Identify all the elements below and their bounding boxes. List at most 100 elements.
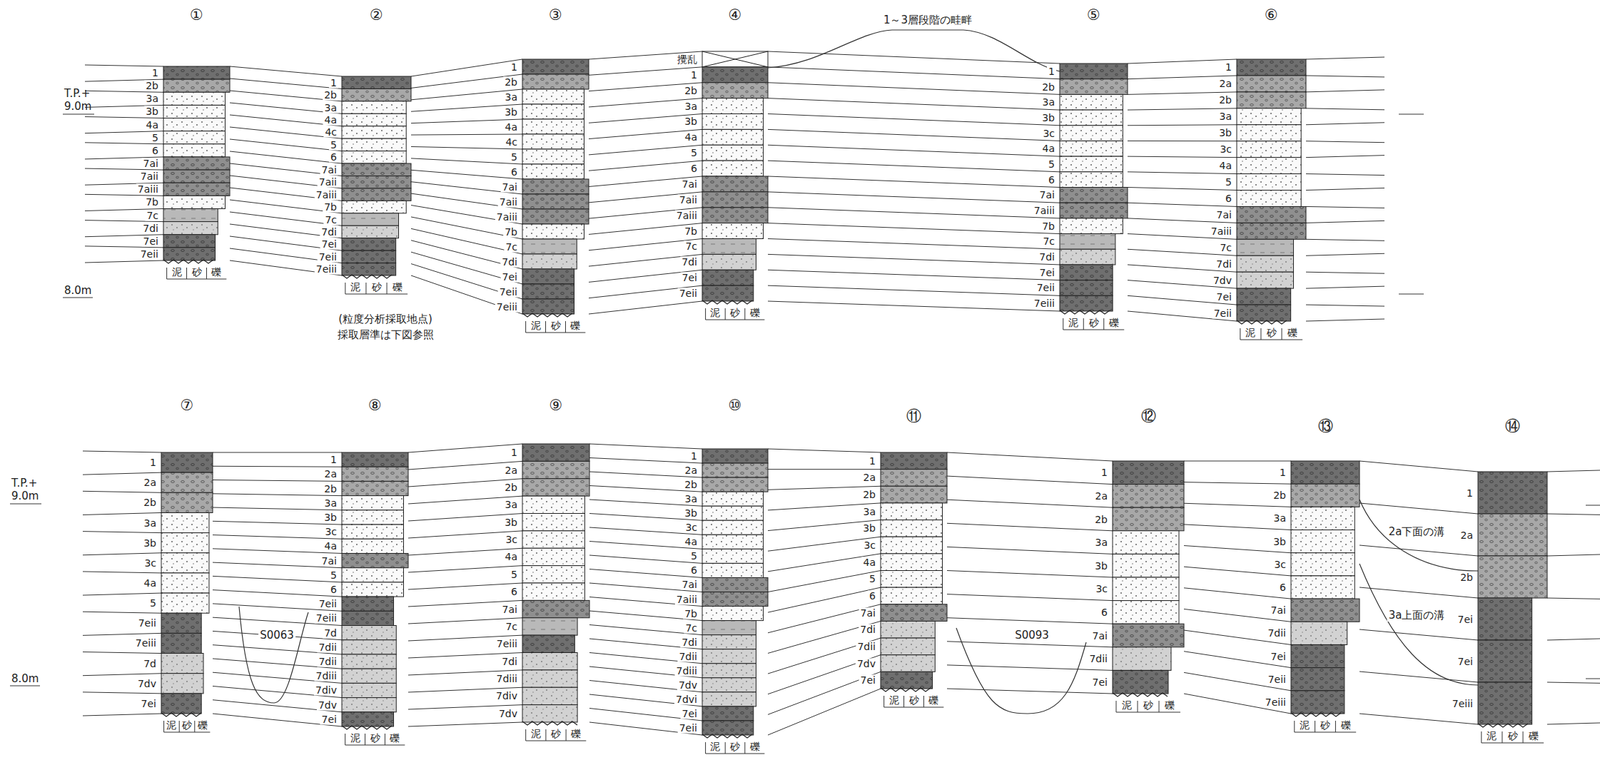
layer-label: 6 [1223,192,1234,204]
column-base [1290,712,1341,717]
column-number: ⑫ [1105,407,1192,425]
stratum-band [702,577,768,592]
elevation-label: 8.0m [62,284,93,297]
stratum-band [702,269,754,286]
layer-label: 3b [144,106,160,118]
grain-scale-label: 砂 [907,695,921,706]
layer-label: 7b [682,225,699,237]
column-base [161,712,202,717]
stratum-band [161,533,210,554]
stratum-band [522,443,590,462]
layer-label: 5 [867,573,878,585]
column-base [341,274,392,279]
stratum-band [1290,598,1360,622]
feature-outline [956,628,1087,714]
correlation-line [1359,671,1478,683]
layer-label: 7dii [316,641,339,653]
layer-label: 3c [862,540,878,551]
grain-scale-label: 泥 [1298,720,1311,731]
stratum-band [880,485,948,504]
layer-label: 7aii [498,196,519,207]
stratum-band [1059,94,1123,110]
layer-label: 7eiii [314,613,339,624]
correlation-line [767,285,1060,296]
scale-tick [565,321,566,333]
stratum-band [341,510,404,525]
scale-tick [923,695,925,708]
correlation-line [588,144,703,155]
stratum-band [1236,222,1306,240]
stratum-band [341,126,407,139]
layer-label: 5 [1046,158,1057,170]
correlation-line [947,618,1113,625]
layer-label: 7ai [680,579,699,591]
correlation-line [1359,629,1478,641]
layer-label: 7eii [1266,673,1288,685]
feature-label: 1～3層段階の畦畔 [882,13,974,27]
scale-tick [1281,328,1283,340]
stratum-band [702,720,754,736]
feature-label: S0063 [258,628,296,642]
layer-label: 7eii [1212,307,1234,319]
layer-label: 7c [683,622,699,634]
layer-label: 7eii [677,288,699,300]
layer-label: 2b [682,84,699,96]
correlation-line [411,74,523,88]
layer-label: 5 [689,550,699,562]
correlation-line [767,160,1060,172]
correlation-line [767,67,1060,80]
stratum-band [522,284,575,300]
scale-tick [206,267,207,280]
stratum-band [1290,461,1360,484]
stratum-band [702,98,764,115]
scale-tick [1522,731,1524,743]
layer-label: 3b [1217,127,1234,139]
correlation-line [1547,469,1600,472]
layer-label: 1 [689,451,699,462]
stratum-band [1477,640,1533,683]
column-log [341,452,409,746]
layer-label: 2b [322,483,339,494]
stratum-band [880,536,943,554]
layer-label: 3c [1218,144,1234,155]
scale-tick [194,720,195,733]
layer-label: 7eii [317,251,339,262]
layer-label: 5 [328,139,339,150]
stratum-band [522,495,585,514]
stratum-band [161,553,210,574]
layer-label: 7di [500,256,519,267]
scale-tick [1239,328,1241,340]
grain-scale-label: 泥 [529,320,543,332]
layer-label: 3b [142,537,158,549]
correlation-line [589,694,703,707]
stratum-band [702,477,768,492]
layer-label: 4c [503,136,519,148]
grain-scale-label: 泥 [164,720,178,731]
correlation-line [411,181,523,195]
stratum-band [702,491,764,506]
layer-label: 2b [1458,571,1475,583]
correlation-line [82,611,162,614]
grain-scale-label: 砂 [1506,730,1520,742]
layer-label: 7di [1037,251,1057,263]
layer-label: 7dv [136,677,158,689]
stratum-band [522,89,584,105]
layer-label: 2a [1459,529,1476,541]
layer-label: 7c [323,214,339,225]
grain-scale-label: 礫 [927,695,940,706]
correlation-line [212,590,342,597]
correlation-line [1305,239,1385,241]
layer-label: 3a [1218,111,1234,123]
grain-scale-label: 砂 [728,307,742,319]
column-heading-box: ⑥ [1229,6,1314,24]
correlation-line [1127,140,1237,142]
correlation-line [1127,59,1237,64]
stratum-band [1059,63,1128,80]
layer-label: 3a [1041,97,1057,108]
correlation-line [1359,587,1478,599]
column-heading-box: ⑪ [873,407,955,425]
column-heading-box: ① [156,6,237,24]
column-base [522,313,573,317]
stratum-band [522,299,575,315]
stratum-band [1236,75,1306,93]
